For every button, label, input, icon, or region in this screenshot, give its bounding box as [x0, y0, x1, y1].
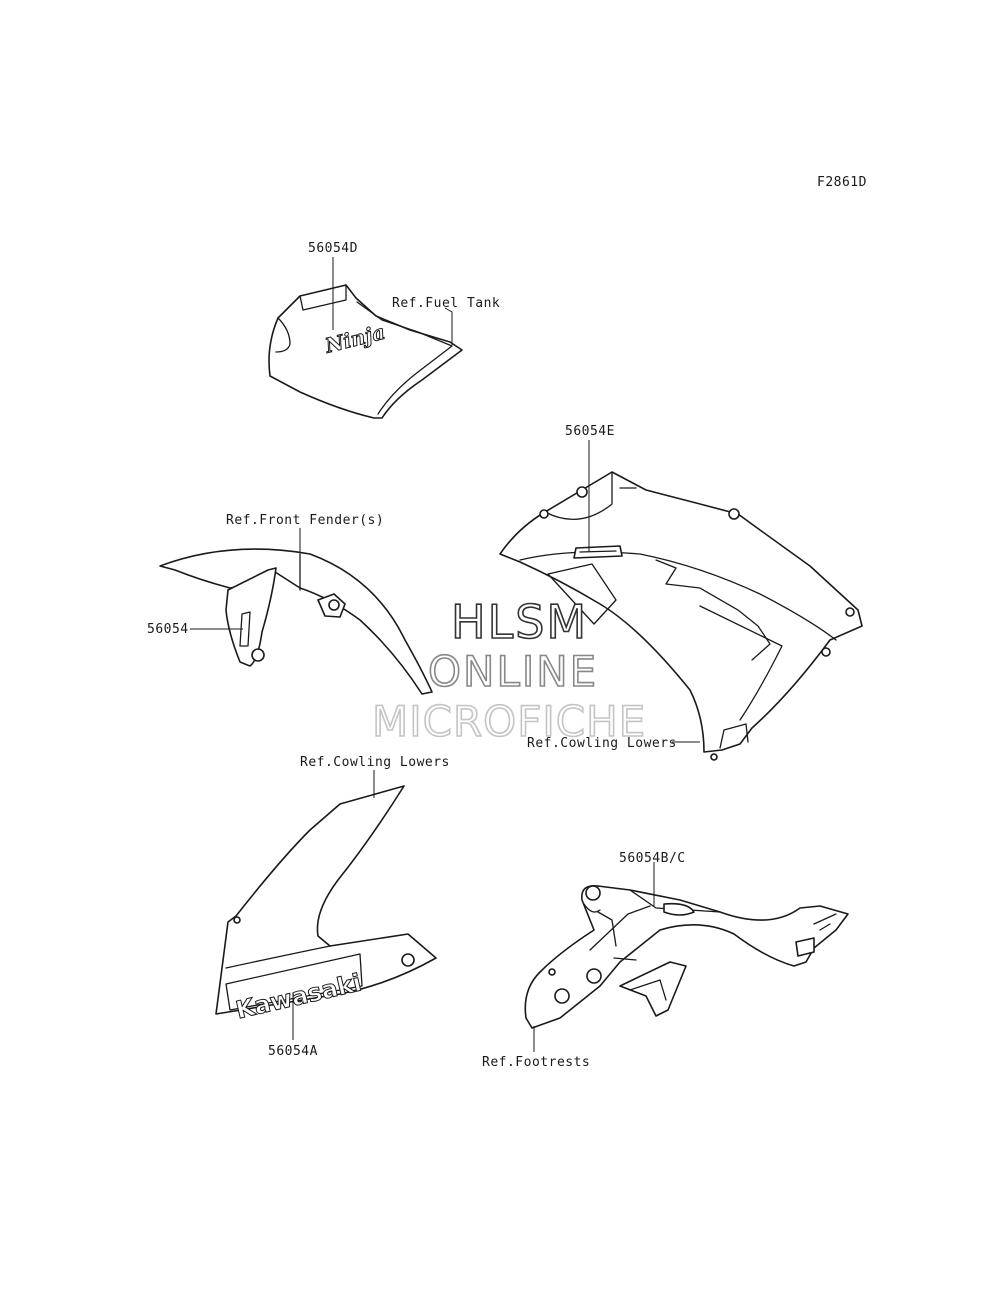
watermark: HLSM ONLINE MICROFICHE [371, 594, 646, 747]
cowling-lowers-right-ref: Ref.Cowling Lowers [527, 736, 677, 751]
footrests-ref: Ref.Footrests [482, 1055, 590, 1070]
upper-cowl-part [499, 471, 863, 761]
front-fender-ref: Ref.Front Fender(s) [226, 513, 384, 528]
watermark-line-3: MICROFICHE [372, 697, 646, 746]
watermark-line-1: HLSM [451, 595, 588, 649]
footrest-decal-part-number: 56054B/C [619, 851, 686, 866]
fuel-tank-leader [444, 307, 453, 345]
footrest-bracket-part [524, 884, 849, 1029]
fuel-tank-ref: Ref.Fuel Tank [392, 296, 500, 311]
tank-decal-part-number: 56054D [308, 241, 358, 256]
fender-decal-part-number: 56054 [147, 622, 189, 637]
front-fender-part [159, 548, 433, 695]
cowling-lowers-left-ref: Ref.Cowling Lowers [300, 755, 450, 770]
watermark-line-2: ONLINE [428, 647, 598, 696]
figure-code: F2861D [817, 175, 867, 190]
lower-cowl-part: Kawasaki [215, 785, 437, 1025]
footrest-decal [663, 902, 695, 916]
cowl-decal-part-number: 56054E [565, 424, 615, 439]
lower-cowl-decal-part-number: 56054A [268, 1044, 318, 1059]
